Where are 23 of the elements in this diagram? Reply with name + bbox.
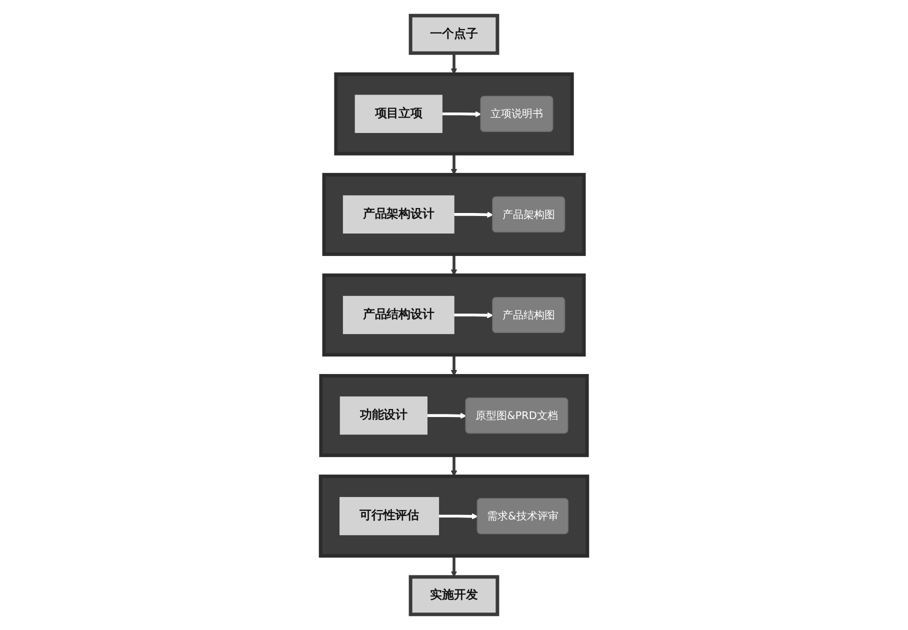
node-box: 一个点子 xyxy=(408,14,500,55)
node-box: 项目立项 xyxy=(354,94,442,133)
arrow xyxy=(450,455,458,477)
cluster xyxy=(322,172,586,256)
arrow xyxy=(454,212,494,218)
node-box: 可行性评估 xyxy=(340,497,440,536)
arrow xyxy=(454,312,494,318)
cluster xyxy=(318,474,590,558)
cluster xyxy=(334,72,574,156)
node-box: 功能设计 xyxy=(340,396,428,435)
arrow xyxy=(450,556,458,578)
node-box: 产品结构设计 xyxy=(342,296,454,334)
node-box: 实施开发 xyxy=(408,575,500,616)
cluster xyxy=(319,374,589,458)
arrow xyxy=(438,513,478,520)
node-box: 产品架构设计 xyxy=(342,195,454,234)
arrow xyxy=(450,354,458,376)
arrow xyxy=(450,154,458,175)
arrow xyxy=(442,111,482,118)
arrow xyxy=(450,53,458,74)
cluster xyxy=(322,273,586,357)
arrow xyxy=(450,254,458,276)
arrow xyxy=(427,412,466,419)
